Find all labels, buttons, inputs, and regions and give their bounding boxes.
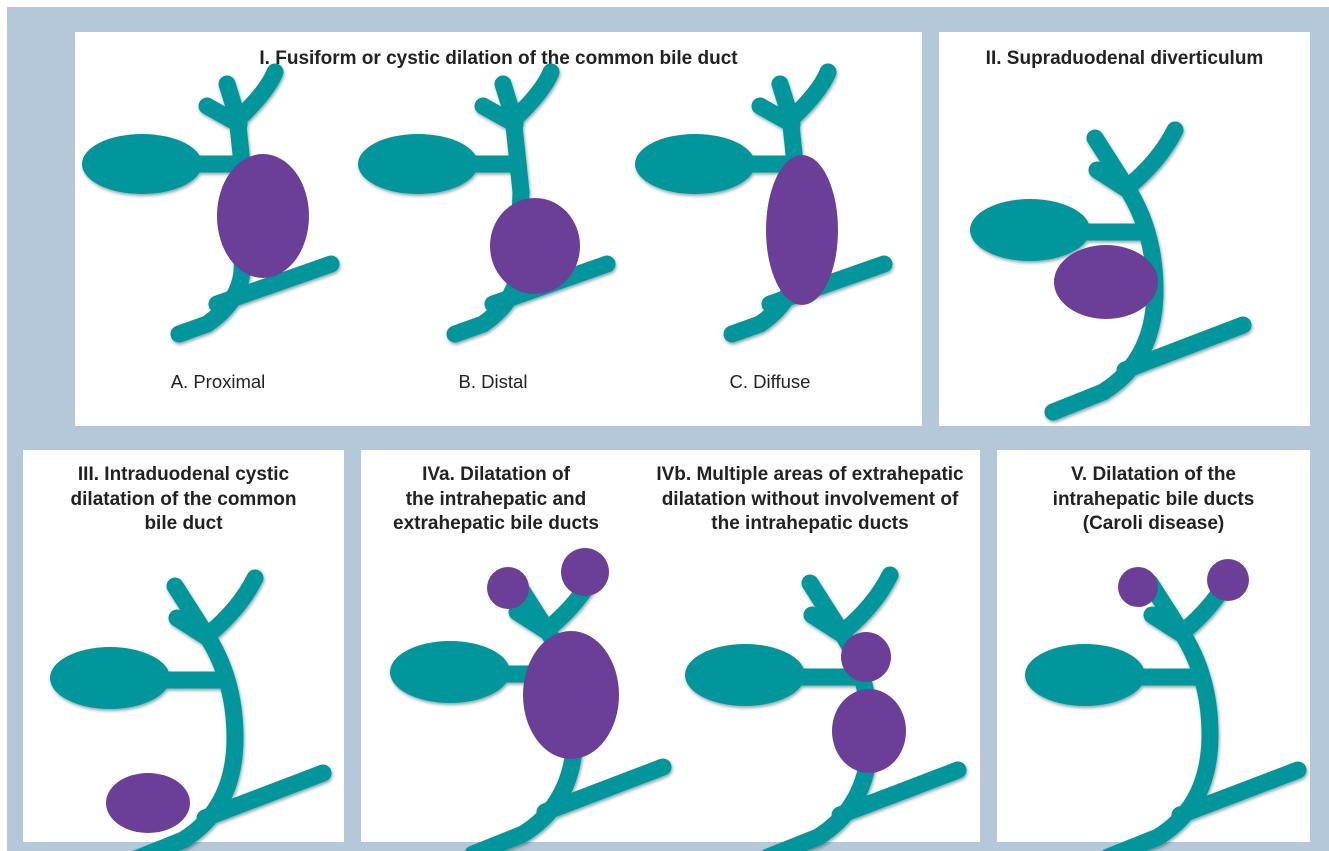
type-2-cyst bbox=[1054, 245, 1158, 319]
type-4a-cyst bbox=[523, 631, 619, 759]
type-1b-cyst bbox=[490, 198, 580, 294]
type-2-right-hepatic-duct bbox=[1129, 130, 1175, 186]
type-2-gallbladder bbox=[970, 199, 1090, 261]
type-4b-gallbladder bbox=[685, 644, 805, 706]
type-3-right-hepatic-duct bbox=[209, 578, 255, 634]
type-4b-upper-cyst bbox=[841, 632, 891, 682]
type-5-right-hepatic-cyst bbox=[1207, 559, 1249, 601]
type-1b-right-hepatic-duct bbox=[513, 72, 551, 120]
type-1a-gallbladder bbox=[82, 134, 202, 194]
type-5-left-hepatic-cyst bbox=[1118, 567, 1158, 607]
type-4a-gallbladder bbox=[390, 641, 510, 703]
type-1a-cyst bbox=[217, 154, 309, 278]
type-1a-right-hepatic-duct bbox=[237, 72, 275, 120]
type-1c-gallbladder bbox=[635, 134, 755, 194]
cyst-layer bbox=[106, 154, 1249, 833]
type-3-gallbladder bbox=[50, 647, 170, 709]
type-1c-right-hepatic-duct bbox=[790, 72, 828, 120]
type-3-cyst bbox=[106, 773, 190, 833]
type-4a-left-hepatic-cyst bbox=[487, 567, 529, 609]
type-1c-cyst bbox=[766, 155, 838, 305]
type-4b-right-hepatic-duct bbox=[844, 575, 890, 631]
type-4a-right-hepatic-cyst bbox=[561, 548, 609, 596]
type-1b-gallbladder bbox=[358, 134, 478, 194]
type-4b-lower-cyst bbox=[832, 689, 906, 773]
type-5-gallbladder bbox=[1025, 644, 1145, 706]
